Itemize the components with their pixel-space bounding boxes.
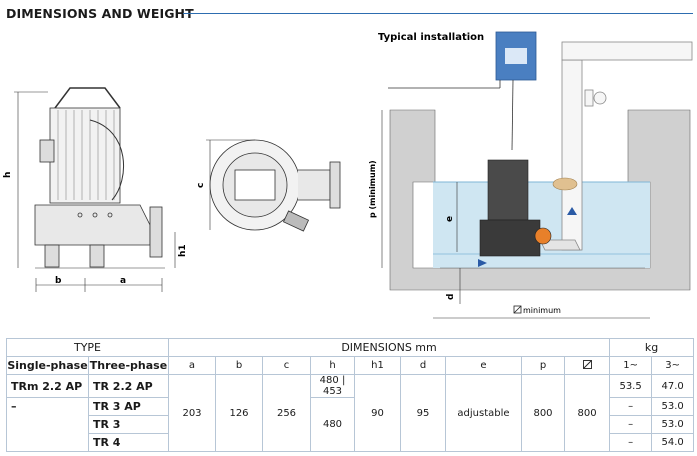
value-p: 800 <box>521 374 565 452</box>
installation-caption: Typical installation <box>378 32 484 43</box>
inflow-arrow-icon <box>478 259 487 267</box>
single-phase-header: Single-phase <box>6 356 89 375</box>
installed-pump <box>479 159 578 257</box>
table-row: – TR 3 AP 480 – 53.0 <box>6 397 695 452</box>
value-h1: 90 <box>354 374 401 452</box>
three-phase-model: TR 3 <box>88 415 169 434</box>
three-phase-header: Three-phase <box>88 356 169 375</box>
value-b: 126 <box>215 374 263 452</box>
flow-arrow-icon <box>567 207 577 215</box>
dim-label-b: b <box>55 276 62 286</box>
installation-dimensions <box>381 110 650 319</box>
dimensions-table: TYPE DIMENSIONS mm kg Single-phase Three… <box>6 338 695 452</box>
dim-label-e: e <box>445 216 455 222</box>
dim-label-a: a <box>120 276 126 286</box>
type-header: TYPE <box>6 338 169 357</box>
value-h-first: 480 | 453 <box>310 374 355 398</box>
three-phase-model: TR 3 AP <box>88 397 169 416</box>
dim-label-h1: h1 <box>178 244 188 257</box>
col-p: p <box>521 356 565 375</box>
diameter-symbol-icon <box>513 305 522 314</box>
value-a: 203 <box>168 374 216 452</box>
dimensions-header: DIMENSIONS mm <box>167 338 611 357</box>
dim-label-p: p (minimum) <box>368 160 377 218</box>
table-row: TRm 2.2 AP TR 2.2 AP 203 126 256 480 | 4… <box>6 374 695 452</box>
col-b: b <box>215 356 263 375</box>
col-c: c <box>262 356 311 375</box>
dim-label-h: h <box>3 172 13 178</box>
col-3-phase: 3~ <box>651 356 695 375</box>
col-e: e <box>445 356 522 375</box>
section-title: DIMENSIONS AND WEIGHT <box>6 6 194 21</box>
value-h-rest: 480 <box>310 397 355 452</box>
value-c: 256 <box>262 374 311 452</box>
weight-3-phase: 53.0 <box>651 415 695 434</box>
installation-pit <box>389 109 691 291</box>
value-diameter: 800 <box>563 374 611 452</box>
single-phase-model <box>6 433 89 452</box>
single-phase-model: TRm 2.2 AP <box>6 374 89 398</box>
weight-3-phase: 47.0 <box>651 374 695 398</box>
pump-top-view <box>209 139 341 232</box>
side-view-dimensions <box>14 91 176 292</box>
discharge-pipe <box>539 41 693 251</box>
col-d: d <box>400 356 446 375</box>
dim-label-d: d <box>446 294 456 300</box>
kg-header: kg <box>609 338 695 357</box>
top-view-dimensions <box>206 139 255 230</box>
value-d: 95 <box>400 374 446 452</box>
col-1-phase: 1~ <box>609 356 653 375</box>
weight-3-phase: 54.0 <box>651 433 695 452</box>
diameter-symbol-icon <box>582 359 592 369</box>
table-row: TR 3 – 53.0 <box>6 415 695 434</box>
single-phase-model <box>6 415 89 434</box>
value-e: adjustable <box>445 374 522 452</box>
table-row: TR 4 – 54.0 <box>6 433 695 452</box>
col-h: h <box>310 356 355 375</box>
dim-label-c: c <box>196 183 206 188</box>
weight-1-phase: – <box>609 397 653 416</box>
three-phase-model: TR 4 <box>88 433 169 452</box>
weight-1-phase: – <box>609 433 653 452</box>
col-a: a <box>168 356 216 375</box>
title-divider <box>183 13 693 14</box>
col-h1: h1 <box>354 356 401 375</box>
weight-1-phase: – <box>609 415 653 434</box>
single-phase-model: – <box>6 397 89 416</box>
weight-1-phase: 53.5 <box>609 374 653 398</box>
diameter-minimum-label: minimum <box>523 306 561 315</box>
weight-3-phase: 53.0 <box>651 397 695 416</box>
col-diameter <box>563 356 611 375</box>
control-box <box>388 31 537 151</box>
pump-side-view <box>34 87 165 269</box>
three-phase-model: TR 2.2 AP <box>88 374 169 398</box>
technical-drawings: h h1 b a c Typical installation <box>3 31 693 319</box>
